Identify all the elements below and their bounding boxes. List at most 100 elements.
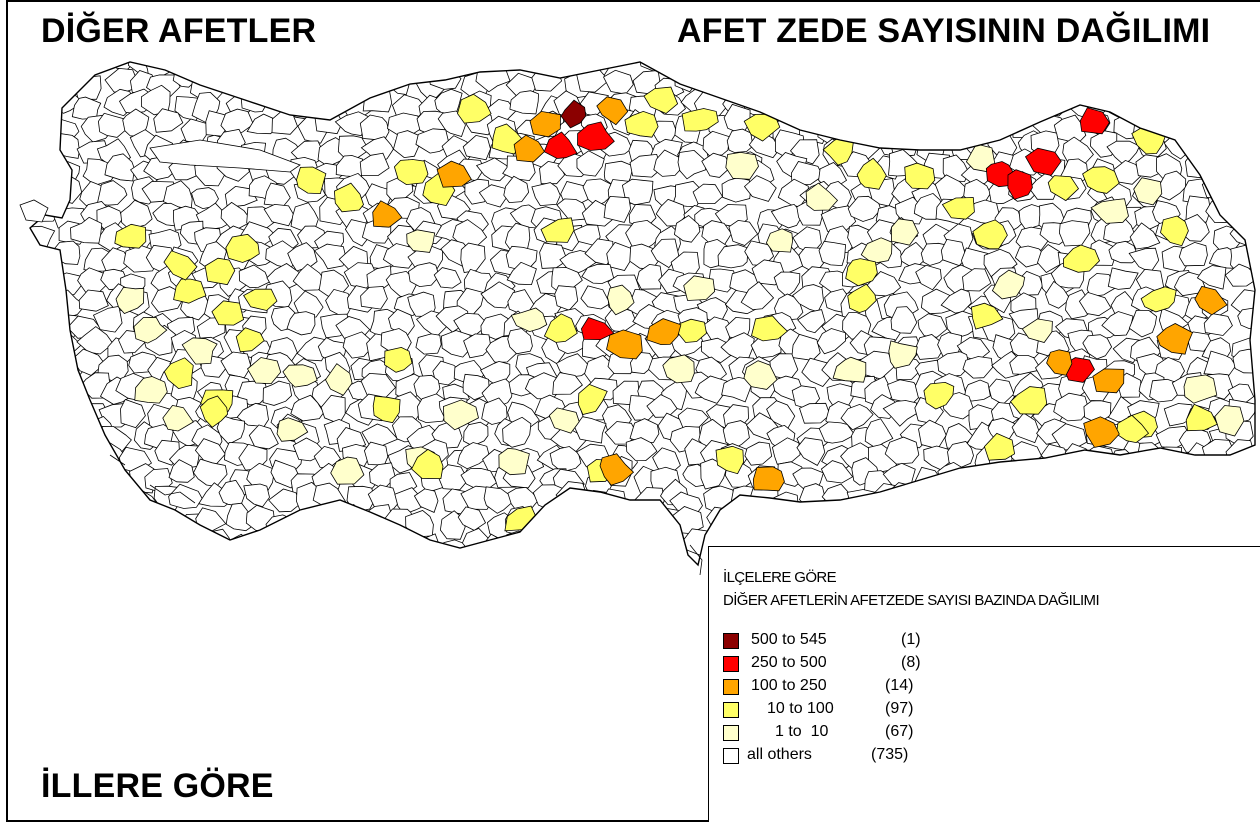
district-polygon (1184, 484, 1214, 510)
district-polygon (1083, 416, 1120, 448)
district-polygon (866, 69, 896, 95)
district-polygon (363, 441, 389, 466)
district-polygon (621, 178, 654, 206)
district-polygon (30, 373, 31, 402)
district-polygon (919, 93, 949, 121)
district-polygon (560, 99, 587, 129)
district-polygon (114, 223, 147, 249)
legend-count: (1) (901, 631, 921, 648)
district-polygon (847, 283, 877, 314)
district-polygon (463, 421, 489, 447)
district-polygon (411, 62, 442, 75)
district-polygon (1082, 166, 1120, 194)
district-polygon (555, 353, 592, 378)
district-polygon (1101, 311, 1134, 337)
district-polygon (312, 87, 341, 116)
district-polygon (362, 84, 393, 113)
district-polygon (388, 62, 420, 73)
district-polygon (1140, 286, 1177, 313)
district-polygon (30, 526, 64, 552)
district-polygon (30, 483, 49, 509)
district-polygon (0, 488, 26, 513)
district-polygon (820, 460, 854, 484)
district-polygon (56, 62, 85, 70)
district-polygon (796, 437, 826, 466)
district-polygon (30, 137, 32, 160)
district-polygon (721, 177, 752, 203)
district-polygon (1233, 208, 1255, 233)
district-polygon (1062, 244, 1100, 273)
district-polygon (624, 110, 659, 138)
district-polygon (1236, 462, 1255, 490)
district-polygon (1173, 464, 1210, 489)
district-polygon (462, 134, 491, 161)
district-polygon (30, 247, 55, 276)
district-polygon (1009, 354, 1043, 375)
district-polygon (653, 149, 683, 177)
district-polygon (0, 419, 27, 446)
district-polygon (529, 110, 561, 138)
district-polygon (248, 424, 279, 450)
district-polygon (1129, 466, 1163, 496)
district-polygon (30, 83, 32, 109)
district-polygon (989, 107, 1019, 136)
district-polygon (662, 354, 695, 384)
district-polygon (944, 486, 976, 519)
district-polygon (30, 223, 35, 245)
district-polygon (1086, 273, 1117, 297)
district-polygon (168, 459, 195, 483)
district-polygon (30, 466, 36, 496)
legend-count: (14) (885, 677, 914, 694)
district-polygon (1030, 64, 1066, 90)
district-polygon (692, 183, 724, 205)
district-polygon (517, 62, 542, 68)
district-polygon (96, 180, 128, 206)
district-polygon (1185, 403, 1218, 432)
district-polygon (577, 517, 608, 543)
district-polygon (1009, 65, 1042, 91)
district-polygon (836, 88, 867, 114)
district-polygon (199, 395, 229, 428)
district-polygon (816, 89, 854, 116)
district-polygon (543, 131, 578, 159)
district-polygon (703, 62, 737, 91)
district-polygon (1060, 66, 1095, 91)
district-polygon (1156, 464, 1189, 491)
district-polygon (728, 219, 759, 246)
district-polygon (904, 162, 936, 190)
district-polygon (887, 504, 917, 533)
district-polygon (56, 446, 86, 475)
district-polygon (125, 507, 157, 530)
district-polygon (76, 326, 114, 355)
district-polygon (30, 441, 59, 472)
district-polygon (1160, 215, 1189, 247)
district-polygon (1129, 222, 1161, 250)
district-polygon (30, 336, 34, 364)
district-polygon (333, 182, 364, 213)
district-polygon (1163, 73, 1193, 96)
district-polygon (1132, 482, 1163, 508)
district-polygon (962, 268, 992, 292)
district-polygon (513, 134, 545, 163)
legend-range: 500 to 545 (751, 631, 827, 648)
district-polygon (36, 334, 69, 362)
district-polygon (1211, 70, 1241, 101)
district-polygon (325, 363, 353, 396)
district-polygon (765, 228, 794, 253)
district-polygon (601, 529, 631, 558)
district-polygon (1178, 241, 1208, 267)
district-polygon (960, 108, 994, 135)
district-polygon (836, 507, 868, 533)
district-polygon (1133, 177, 1163, 206)
district-polygon (923, 445, 956, 471)
district-polygon (384, 346, 413, 373)
district-polygon (581, 263, 615, 284)
district-polygon (366, 534, 395, 560)
district-polygon (1035, 485, 1065, 514)
district-polygon (55, 529, 86, 554)
district-polygon (629, 418, 660, 443)
district-polygon (1153, 504, 1186, 530)
district-polygon (886, 67, 919, 93)
district-polygon (393, 159, 429, 186)
district-polygon (1040, 511, 1073, 535)
